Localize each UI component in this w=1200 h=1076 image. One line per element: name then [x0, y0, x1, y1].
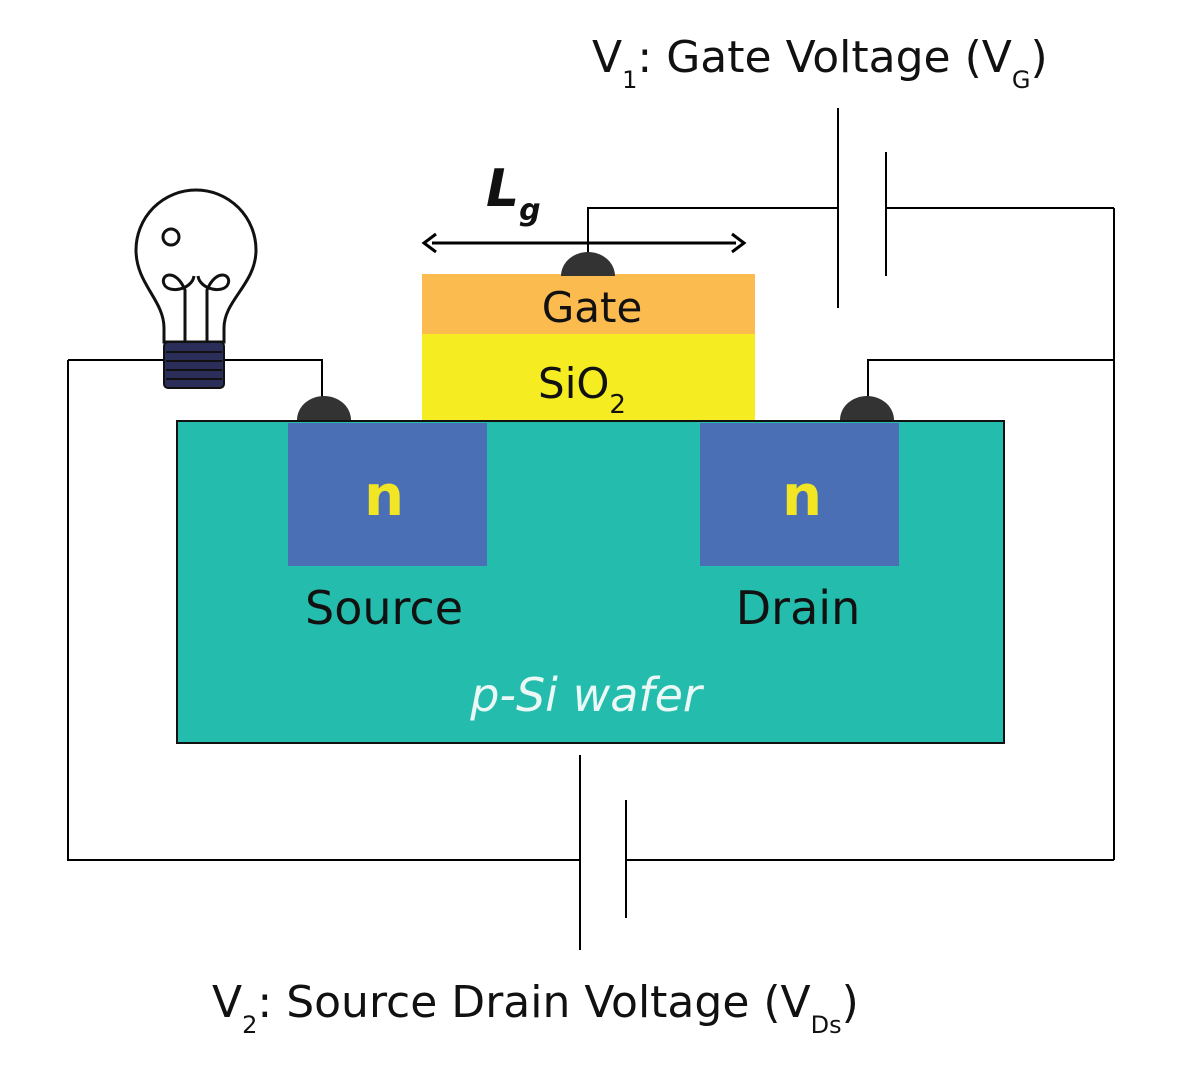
gate-length-label: Lg	[486, 159, 541, 228]
bulb-filament-right	[196, 273, 231, 342]
n-label-source: n	[364, 464, 404, 529]
gate-wire	[587, 207, 838, 262]
light-bulb-icon	[134, 188, 258, 389]
source-wire	[68, 359, 323, 398]
bulb-filament-left	[161, 273, 196, 342]
source-label: Source	[305, 581, 463, 635]
wafer-label: p-Si wafer	[469, 668, 705, 722]
gate-circuit	[587, 108, 1115, 860]
gate-metal	[422, 274, 755, 334]
arrow-left	[421, 232, 437, 254]
source-drain-circuit	[67, 359, 1114, 950]
drain-contact	[840, 396, 894, 420]
arrow-right	[731, 232, 747, 254]
gate-contact	[561, 252, 615, 276]
oxide-layer	[422, 334, 755, 420]
bulb-highlight	[161, 227, 181, 247]
drain-wire	[867, 359, 1114, 398]
n-label-drain: n	[782, 464, 822, 529]
drain-region	[700, 423, 899, 566]
bulb-glass	[134, 188, 258, 344]
gate-label: Gate	[542, 283, 643, 332]
source-contact	[297, 396, 351, 420]
left-wire	[67, 360, 580, 861]
bulb-base	[163, 341, 225, 389]
source-region	[288, 423, 487, 566]
oxide-label: SiO2	[538, 359, 626, 420]
gate-length-annotation: Lg	[421, 159, 747, 254]
transistor: Gate SiO2 n n Source Drain p-Si wafer	[176, 252, 1005, 744]
gate-voltage-label: V1: Gate Voltage (VG)	[592, 32, 1048, 94]
drain-label: Drain	[736, 581, 860, 635]
source-drain-voltage-label: V2: Source Drain Voltage (VDs)	[212, 977, 859, 1039]
